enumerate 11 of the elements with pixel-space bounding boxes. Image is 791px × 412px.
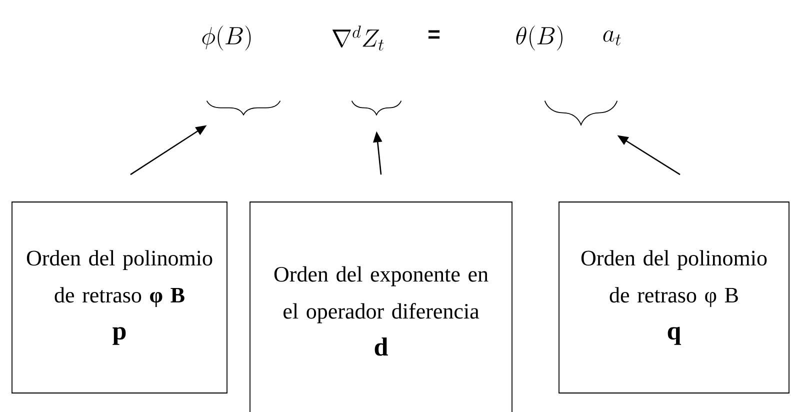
text-box: Orden del exponente en el operador diferencia d: [250, 202, 512, 412]
equals-sign: =: [428, 30, 440, 39]
formula-term: $\nabla^{d} Z_{t}$: [332, 26, 384, 51]
formula-term: $\phi(B)$: [202, 26, 251, 50]
formula-term: $a_{t}$: [603, 30, 621, 46]
text-box: Orden del polinomio de retraso φ B q: [558, 202, 790, 394]
brace: [206, 100, 281, 116]
text-box: Orden del polinomio de retraso φ B p: [12, 202, 228, 394]
formula-term: $\theta(B)$: [516, 26, 562, 50]
brace: [351, 100, 402, 116]
brace: [544, 100, 618, 126]
